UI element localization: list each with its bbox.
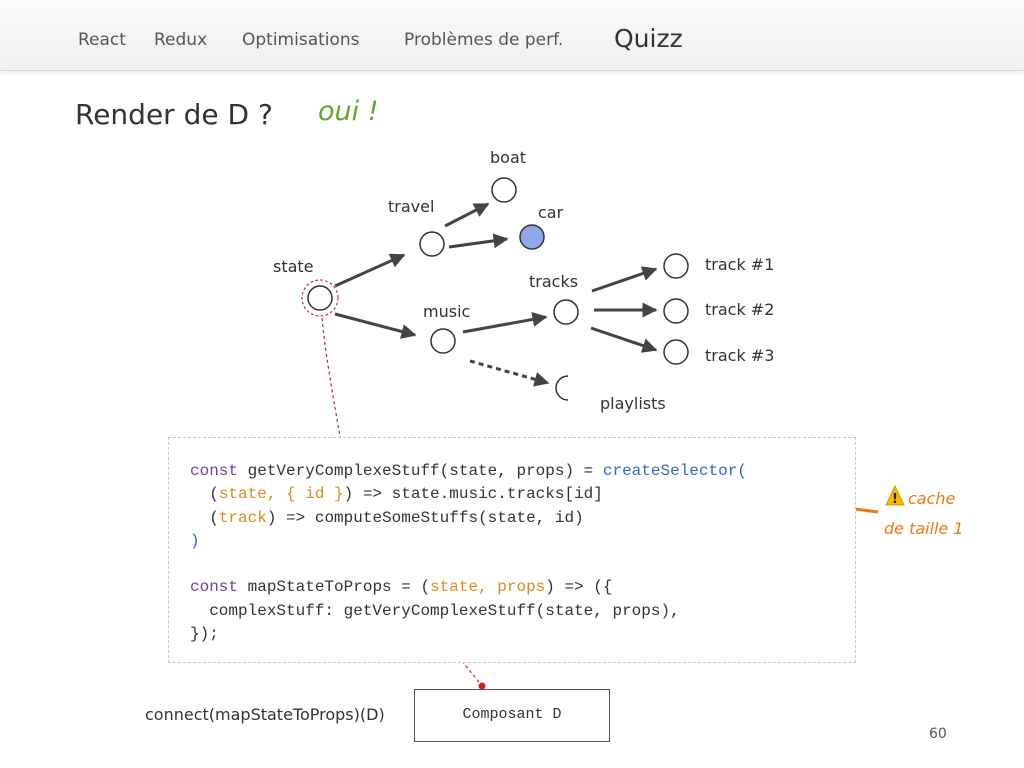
node-playlists — [555, 375, 569, 401]
nav-item-quizz[interactable]: Quizz — [614, 24, 683, 53]
code-text: ( — [190, 485, 219, 504]
code-text: mapStateToProps = ( — [238, 578, 431, 597]
slide-title: Render de D ? — [75, 98, 273, 131]
node-label-track-1: track #1 — [705, 255, 775, 274]
annotation-line-2: de taille 1 — [884, 519, 964, 538]
node-travel — [419, 231, 445, 257]
node-music — [430, 328, 456, 354]
node-state — [307, 285, 333, 311]
code-function: createSelector( — [602, 462, 747, 480]
code-paren: ) — [190, 531, 200, 550]
node-label-tracks: tracks — [529, 272, 579, 291]
code-param: state, props — [430, 578, 546, 597]
edge-state-music — [334, 312, 417, 339]
edge-tracks-track1 — [591, 266, 658, 293]
code-component-link — [461, 660, 483, 687]
code-param: track — [218, 508, 267, 527]
node-boat — [491, 177, 517, 203]
nav-item-performance[interactable]: Problèmes de perf. — [404, 30, 564, 50]
component-label: Composant D — [462, 706, 562, 723]
node-label-boat: boat — [490, 148, 527, 167]
node-track-1 — [663, 253, 689, 279]
nav-item-react[interactable]: React — [78, 30, 126, 50]
state-component-link — [321, 317, 341, 438]
page-number: 60 — [929, 726, 947, 742]
answer-text: oui ! — [318, 96, 379, 127]
code-text: ) => computeSomeStuffs(state, id) — [266, 508, 584, 527]
edge-tracks-track3 — [590, 326, 658, 353]
edge-music-playlists — [469, 359, 550, 387]
code-text: ) => ({ — [545, 578, 613, 597]
nav-item-redux[interactable]: Redux — [154, 30, 208, 50]
edge-music-tracks — [462, 312, 548, 334]
code-param: state, { id } — [218, 485, 344, 504]
node-label-car: car — [538, 203, 564, 222]
component-box: Composant D — [414, 689, 610, 742]
node-label-track-2: track #2 — [705, 300, 775, 319]
code-text: ( — [190, 508, 219, 527]
nav-item-optimisations[interactable]: Optimisations — [242, 30, 360, 50]
warning-icon: ! — [885, 484, 905, 507]
code-text: complexStuff: getVeryComplexeStuff(state… — [190, 601, 680, 620]
code-keyword: const — [190, 462, 239, 480]
code-keyword: const — [190, 578, 239, 597]
node-label-track-3: track #3 — [705, 346, 775, 365]
node-label-playlists: playlists — [600, 394, 666, 413]
edge-state-travel — [334, 253, 406, 288]
code-text: ) => state.music.tracks[id] — [343, 485, 603, 504]
connect-label: connect(mapStateToProps)(D) — [145, 705, 385, 724]
component-link-dot — [478, 682, 486, 690]
node-track-2 — [663, 298, 689, 324]
svg-text:!: ! — [892, 492, 898, 507]
node-track-3 — [663, 339, 689, 365]
navigation-bar: React Redux Optimisations Problèmes de p… — [0, 0, 1024, 71]
code-text: const getVeryComplexeStuff(state, props)… — [190, 460, 747, 646]
code-text: }); — [190, 625, 219, 644]
edge-travel-boat — [444, 202, 490, 228]
code-text: getVeryComplexeStuff(state, props) = — [238, 462, 603, 480]
node-car — [519, 224, 545, 250]
node-label-travel: travel — [388, 197, 435, 216]
node-tracks — [553, 299, 579, 325]
node-label-music: music — [423, 302, 471, 321]
code-block — [168, 437, 856, 663]
node-label-state: state — [273, 257, 314, 276]
annotation-line-1: cache — [908, 489, 956, 508]
edge-travel-car — [448, 233, 509, 249]
node-state-highlight — [301, 279, 339, 317]
